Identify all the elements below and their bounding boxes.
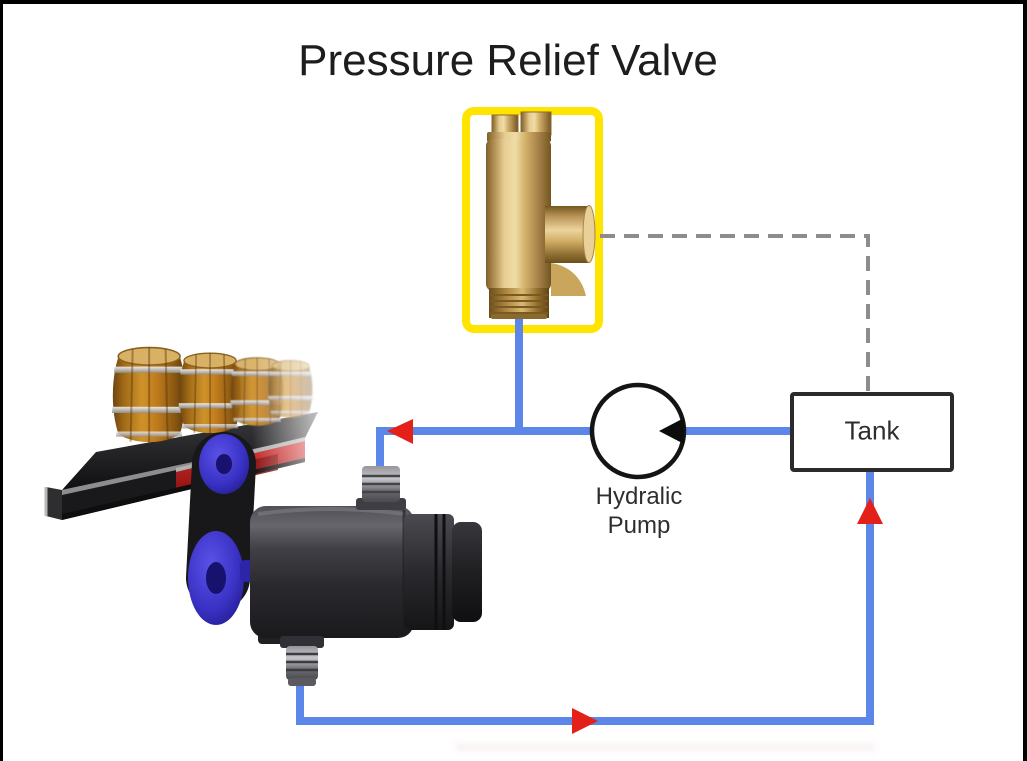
frame-border-right (1023, 0, 1027, 761)
pump-label-line1: Hydralic (595, 483, 683, 510)
motion-fade-overlay (252, 336, 347, 500)
valve-side-outlet (545, 206, 589, 263)
frame-border-top (0, 0, 1027, 4)
frame-border-left (0, 0, 3, 761)
barrel-1 (111, 346, 188, 445)
valve-fillet (551, 263, 586, 296)
motor-end-cap-shade (452, 522, 482, 622)
motor-pump-unit (250, 466, 482, 686)
valve-thread-lines (490, 294, 548, 314)
flow-arrow-left-icon (387, 419, 413, 444)
lower-pulley-hub (206, 562, 226, 594)
page-title: Pressure Relief Valve (298, 36, 718, 85)
top-port-bands (362, 474, 400, 494)
pump-symbol (589, 382, 687, 480)
motor-gear-housing (404, 514, 454, 630)
motor-ridges (434, 514, 446, 630)
flow-arrow-up-icon (857, 498, 883, 524)
motor-body (250, 506, 414, 638)
valve-top-nut-right (520, 111, 552, 136)
machine-scene (44, 336, 482, 686)
pump-label: Hydralic Pump (596, 482, 683, 540)
dashed-drain-line (600, 234, 870, 393)
valve-body (486, 139, 551, 291)
belt-drive (186, 432, 266, 625)
flow-arrow-right-icon (572, 708, 598, 734)
upper-pulley-hub (216, 454, 232, 474)
bottom-port-flange (288, 678, 316, 686)
valve-base-edge (491, 314, 547, 319)
bottom-port-bands (286, 652, 318, 672)
faint-watermark (455, 742, 875, 752)
tank-box (790, 392, 954, 472)
conveyor-end-cap (46, 487, 62, 520)
motor-top-highlight (257, 507, 405, 516)
pump-triangle-icon (659, 418, 684, 444)
bottom-port-collar (280, 636, 324, 648)
motor-end-cap (452, 522, 482, 622)
flow-arrows (387, 419, 883, 734)
relief-valve-brass-body (486, 111, 596, 319)
pipe-main-line (376, 427, 792, 475)
tank-label: Tank (844, 415, 900, 446)
pump-label-line2: Pump (607, 512, 671, 539)
valve-outlet-cap (582, 205, 596, 263)
